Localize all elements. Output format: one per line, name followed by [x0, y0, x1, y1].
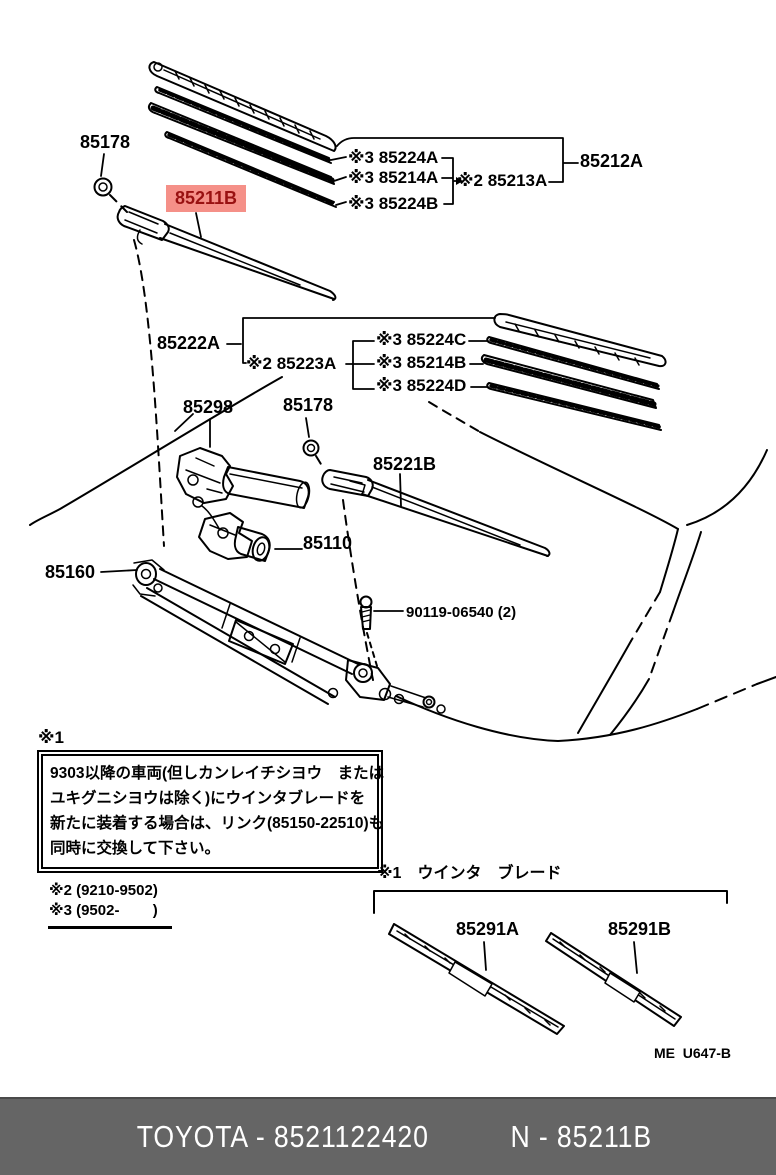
part-label-85291a[interactable]: 85291A: [456, 919, 520, 939]
part-label-85224d[interactable]: ※3 85224D: [376, 376, 467, 395]
winter-blade-title: ※1 ウインタ ブレード: [377, 865, 562, 882]
wiper-arm-85211b: [116, 205, 337, 301]
pivot-nut-85178-mid: [302, 439, 320, 457]
part-label-85298[interactable]: 85298: [183, 397, 234, 417]
date-ref-3: ※3 (9502- ): [49, 902, 158, 919]
winter-blade-85291b: [545, 932, 682, 1027]
front-wiper-rubber-strips: [147, 86, 337, 208]
footer-reference: N - 85211B: [510, 1119, 652, 1154]
note-ref-mark: ※1: [38, 728, 64, 747]
bracket-arrowhead: [456, 177, 463, 185]
footer-part-number: TOYOTA - 8521122420: [136, 1119, 429, 1154]
part-label-85224b[interactable]: ※3 85224B: [348, 194, 439, 213]
part-label-85214b[interactable]: ※3 85214B: [376, 353, 467, 372]
part-label-85212a[interactable]: 85212A: [580, 151, 644, 171]
wiper-motor-bracket: [176, 447, 311, 531]
part-label-85224c[interactable]: ※3 85224C: [376, 330, 467, 349]
motor-85110: [198, 512, 271, 562]
footer-bar: TOYOTA - 8521122420 N - 85211B: [0, 1097, 776, 1175]
winter-blade-bracket: [373, 890, 728, 914]
part-label-85213a[interactable]: ※2 85213A: [457, 171, 548, 190]
leader-lines: [100, 137, 638, 974]
note-box: 9303以降の車両(但しカンレイチシヨウ または ユキグニシヨウは除く)にウイン…: [37, 750, 385, 873]
bolt-90119: [359, 595, 378, 667]
drawing-code: ME U647-B: [654, 1045, 732, 1061]
wiper-link-assembly: [132, 559, 446, 714]
pivot-alignment-dashes: [109, 194, 374, 681]
part-label-85224a[interactable]: ※3 85224A: [348, 148, 439, 167]
car-body-outline: [29, 376, 776, 742]
pivot-nut-85178-top: [93, 177, 113, 197]
part-label-85214a[interactable]: ※3 85214A: [348, 168, 439, 187]
note-line: 新たに装着する場合は、リンク(85150-22510)も: [50, 815, 385, 832]
note-line: 9303以降の車両(但しカンレイチシヨウ または: [50, 765, 385, 782]
rear-set-wiper-blade-assembly: [480, 313, 667, 431]
part-label-85178-mid[interactable]: 85178: [283, 395, 334, 415]
winter-blade-85291a: [388, 923, 565, 1035]
part-label-85291b[interactable]: 85291B: [608, 919, 672, 939]
date-ref-underline: [48, 926, 172, 929]
part-label-85110[interactable]: 85110: [303, 533, 353, 553]
selected-part-label-85211b[interactable]: 85211B: [166, 185, 246, 212]
part-label-85222a[interactable]: 85222A: [157, 333, 221, 353]
part-label-90119[interactable]: 90119-06540 (2): [406, 604, 517, 621]
part-label-85178-top[interactable]: 85178: [80, 132, 131, 152]
note-line: ユキグニシヨウは除く)にウインタブレードを: [50, 790, 366, 807]
front-wiper-blade-assembly: [148, 61, 337, 152]
part-label-85160[interactable]: 85160: [45, 562, 96, 582]
diagram-line-art: [29, 61, 776, 1035]
wiper-arm-85221b: [321, 469, 551, 557]
note-line: 同時に交換して下さい。: [50, 840, 221, 857]
part-label-85221b[interactable]: 85221B: [373, 454, 437, 474]
note-box-inner: 9303以降の車両(但しカンレイチシヨウ または ユキグニシヨウは除く)にウイン…: [41, 754, 385, 869]
date-ref-2: ※2 (9210-9502): [49, 882, 158, 899]
part-label-85223a[interactable]: ※2 85223A: [246, 354, 337, 373]
